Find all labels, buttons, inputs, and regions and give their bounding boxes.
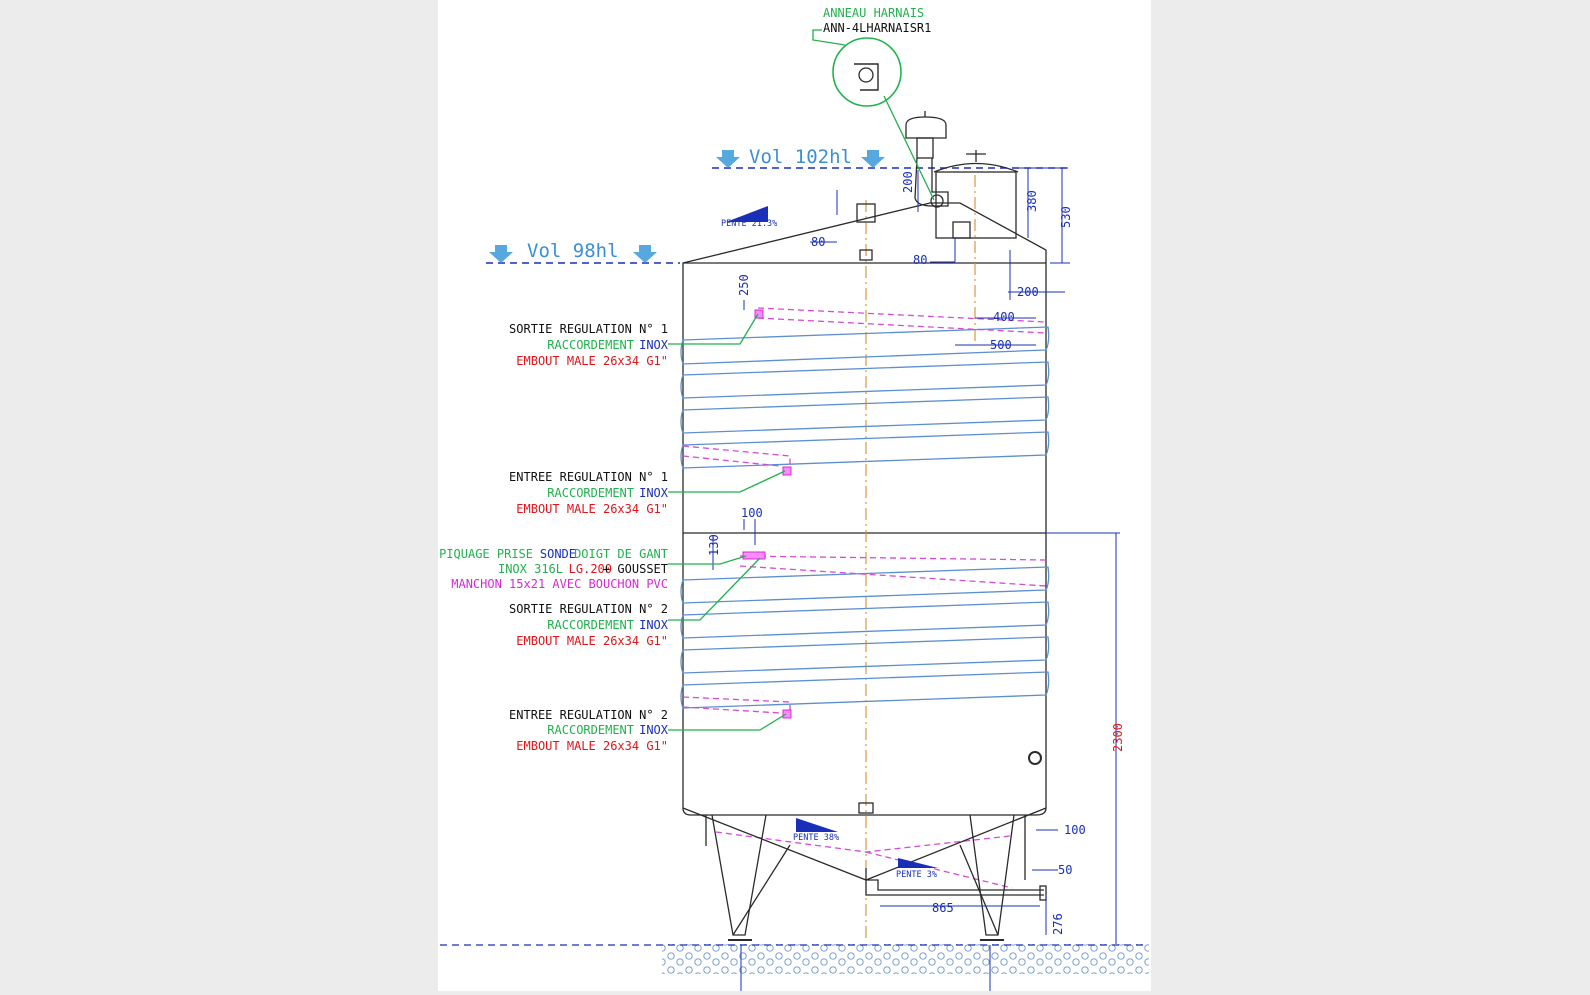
harness-ring-detail: ANNEAU HARNAIS ANN-4LHARNAISR1 xyxy=(812,6,935,201)
dim-100-low: 100 xyxy=(1064,823,1086,837)
out2-mat: INOX xyxy=(639,618,669,632)
cooling-coils xyxy=(680,326,1050,709)
dim-380: 380 xyxy=(1025,190,1039,212)
down-arrow-icon xyxy=(489,245,513,263)
out2-conn: RACCORDEMENT xyxy=(547,618,634,632)
dim-276: 276 xyxy=(1051,913,1065,935)
cone-slope-label: PENTE 38% xyxy=(793,833,839,843)
in2-fit: EMBOUT MALE 26x34 G1" xyxy=(516,739,668,753)
dim-865: 865 xyxy=(932,901,954,915)
probe-l3: MANCHON 15x21 AVEC BOUCHON PVC xyxy=(451,577,668,591)
callout-out1: SORTIE REGULATION N° 1 RACCORDEMENT INOX… xyxy=(509,322,669,368)
nozzles xyxy=(742,309,792,719)
dim-530: 530 xyxy=(1059,206,1073,228)
probe-l2a: INOX 316L xyxy=(498,562,563,576)
in2-conn: RACCORDEMENT xyxy=(547,723,634,737)
internal-pipes xyxy=(682,307,1047,889)
dim-500: 500 xyxy=(990,338,1012,352)
slope-flag-icon xyxy=(898,858,938,868)
leader-lines xyxy=(668,313,787,731)
slope-flags: PENTE 21.3% PENTE 38% PENTE 3% xyxy=(721,206,938,880)
probe-l1b: SONDE xyxy=(540,547,576,561)
out1-title: SORTIE REGULATION N° 1 xyxy=(509,322,668,336)
out1-fit: EMBOUT MALE 26x34 G1" xyxy=(516,354,668,368)
harness-ring-title: ANNEAU HARNAIS xyxy=(823,6,924,20)
dim-200-right: 200 xyxy=(1017,285,1039,299)
dim-2300: 2300 xyxy=(1111,723,1125,752)
in1-title: ENTREE REGULATION N° 1 xyxy=(509,470,668,484)
in2-title: ENTREE REGULATION N° 2 xyxy=(509,708,668,722)
in1-fit: EMBOUT MALE 26x34 G1" xyxy=(516,502,668,516)
slope-flag-icon xyxy=(726,206,768,222)
callout-out2: SORTIE REGULATION N° 2 RACCORDEMENT INOX… xyxy=(509,602,669,648)
probe-l1c: DOIGT DE GANT xyxy=(574,547,668,561)
out1-conn: RACCORDEMENT xyxy=(547,338,634,352)
out2-title: SORTIE REGULATION N° 2 xyxy=(509,602,668,616)
in1-conn: RACCORDEMENT xyxy=(547,486,634,500)
probe-l2c: + GOUSSET xyxy=(603,562,668,576)
callout-probe: PIQUAGE PRISE SONDE DOIGT DE GANT INOX 3… xyxy=(439,547,668,591)
out2-fit: EMBOUT MALE 26x34 G1" xyxy=(516,634,668,648)
dim-250: 250 xyxy=(737,274,751,296)
dim-200-top: 200 xyxy=(901,171,915,193)
probe-l1a: PIQUAGE PRISE xyxy=(439,547,533,561)
dim-80-left: 80 xyxy=(811,235,825,249)
dim-400: 400 xyxy=(993,310,1015,324)
callout-in2: ENTREE REGULATION N° 2 RACCORDEMENT INOX… xyxy=(509,708,669,753)
dimension-values: 200 380 530 80 80 200 250 400 500 100 13… xyxy=(707,171,1125,935)
tank-bottom xyxy=(682,802,1047,941)
dim-80-right: 80 xyxy=(913,253,927,267)
in2-mat: INOX xyxy=(639,723,669,737)
paper xyxy=(438,0,1151,991)
down-arrow-icon xyxy=(633,245,657,263)
probe-l2b: LG.200 xyxy=(569,562,612,576)
down-arrow-icon xyxy=(861,150,885,168)
volume-upper-label: Vol 102hl xyxy=(749,146,852,168)
bottom-slope-label: PENTE 3% xyxy=(896,870,937,880)
ground-gravel xyxy=(662,944,1149,974)
slope-flag-icon xyxy=(796,818,838,832)
out1-mat: INOX xyxy=(639,338,669,352)
volume-lower-label: Vol 98hl xyxy=(527,240,619,262)
volume-markers: Vol 102hl Vol 98hl xyxy=(486,146,1068,264)
callout-in1: ENTREE REGULATION N° 1 RACCORDEMENT INOX… xyxy=(509,470,669,516)
dim-50: 50 xyxy=(1058,863,1072,877)
manway xyxy=(856,150,1019,261)
sight-glass xyxy=(1028,751,1042,765)
harness-ring-ref: ANN-4LHARNAISR1 xyxy=(823,21,931,35)
dim-130: 130 xyxy=(707,534,721,556)
breather-valve xyxy=(905,111,949,208)
in1-mat: INOX xyxy=(639,486,669,500)
dim-100-mid: 100 xyxy=(741,506,763,520)
roof-slope-label: PENTE 21.3% xyxy=(721,219,777,229)
down-arrow-icon xyxy=(716,150,740,168)
dimension-lines xyxy=(712,167,1117,944)
